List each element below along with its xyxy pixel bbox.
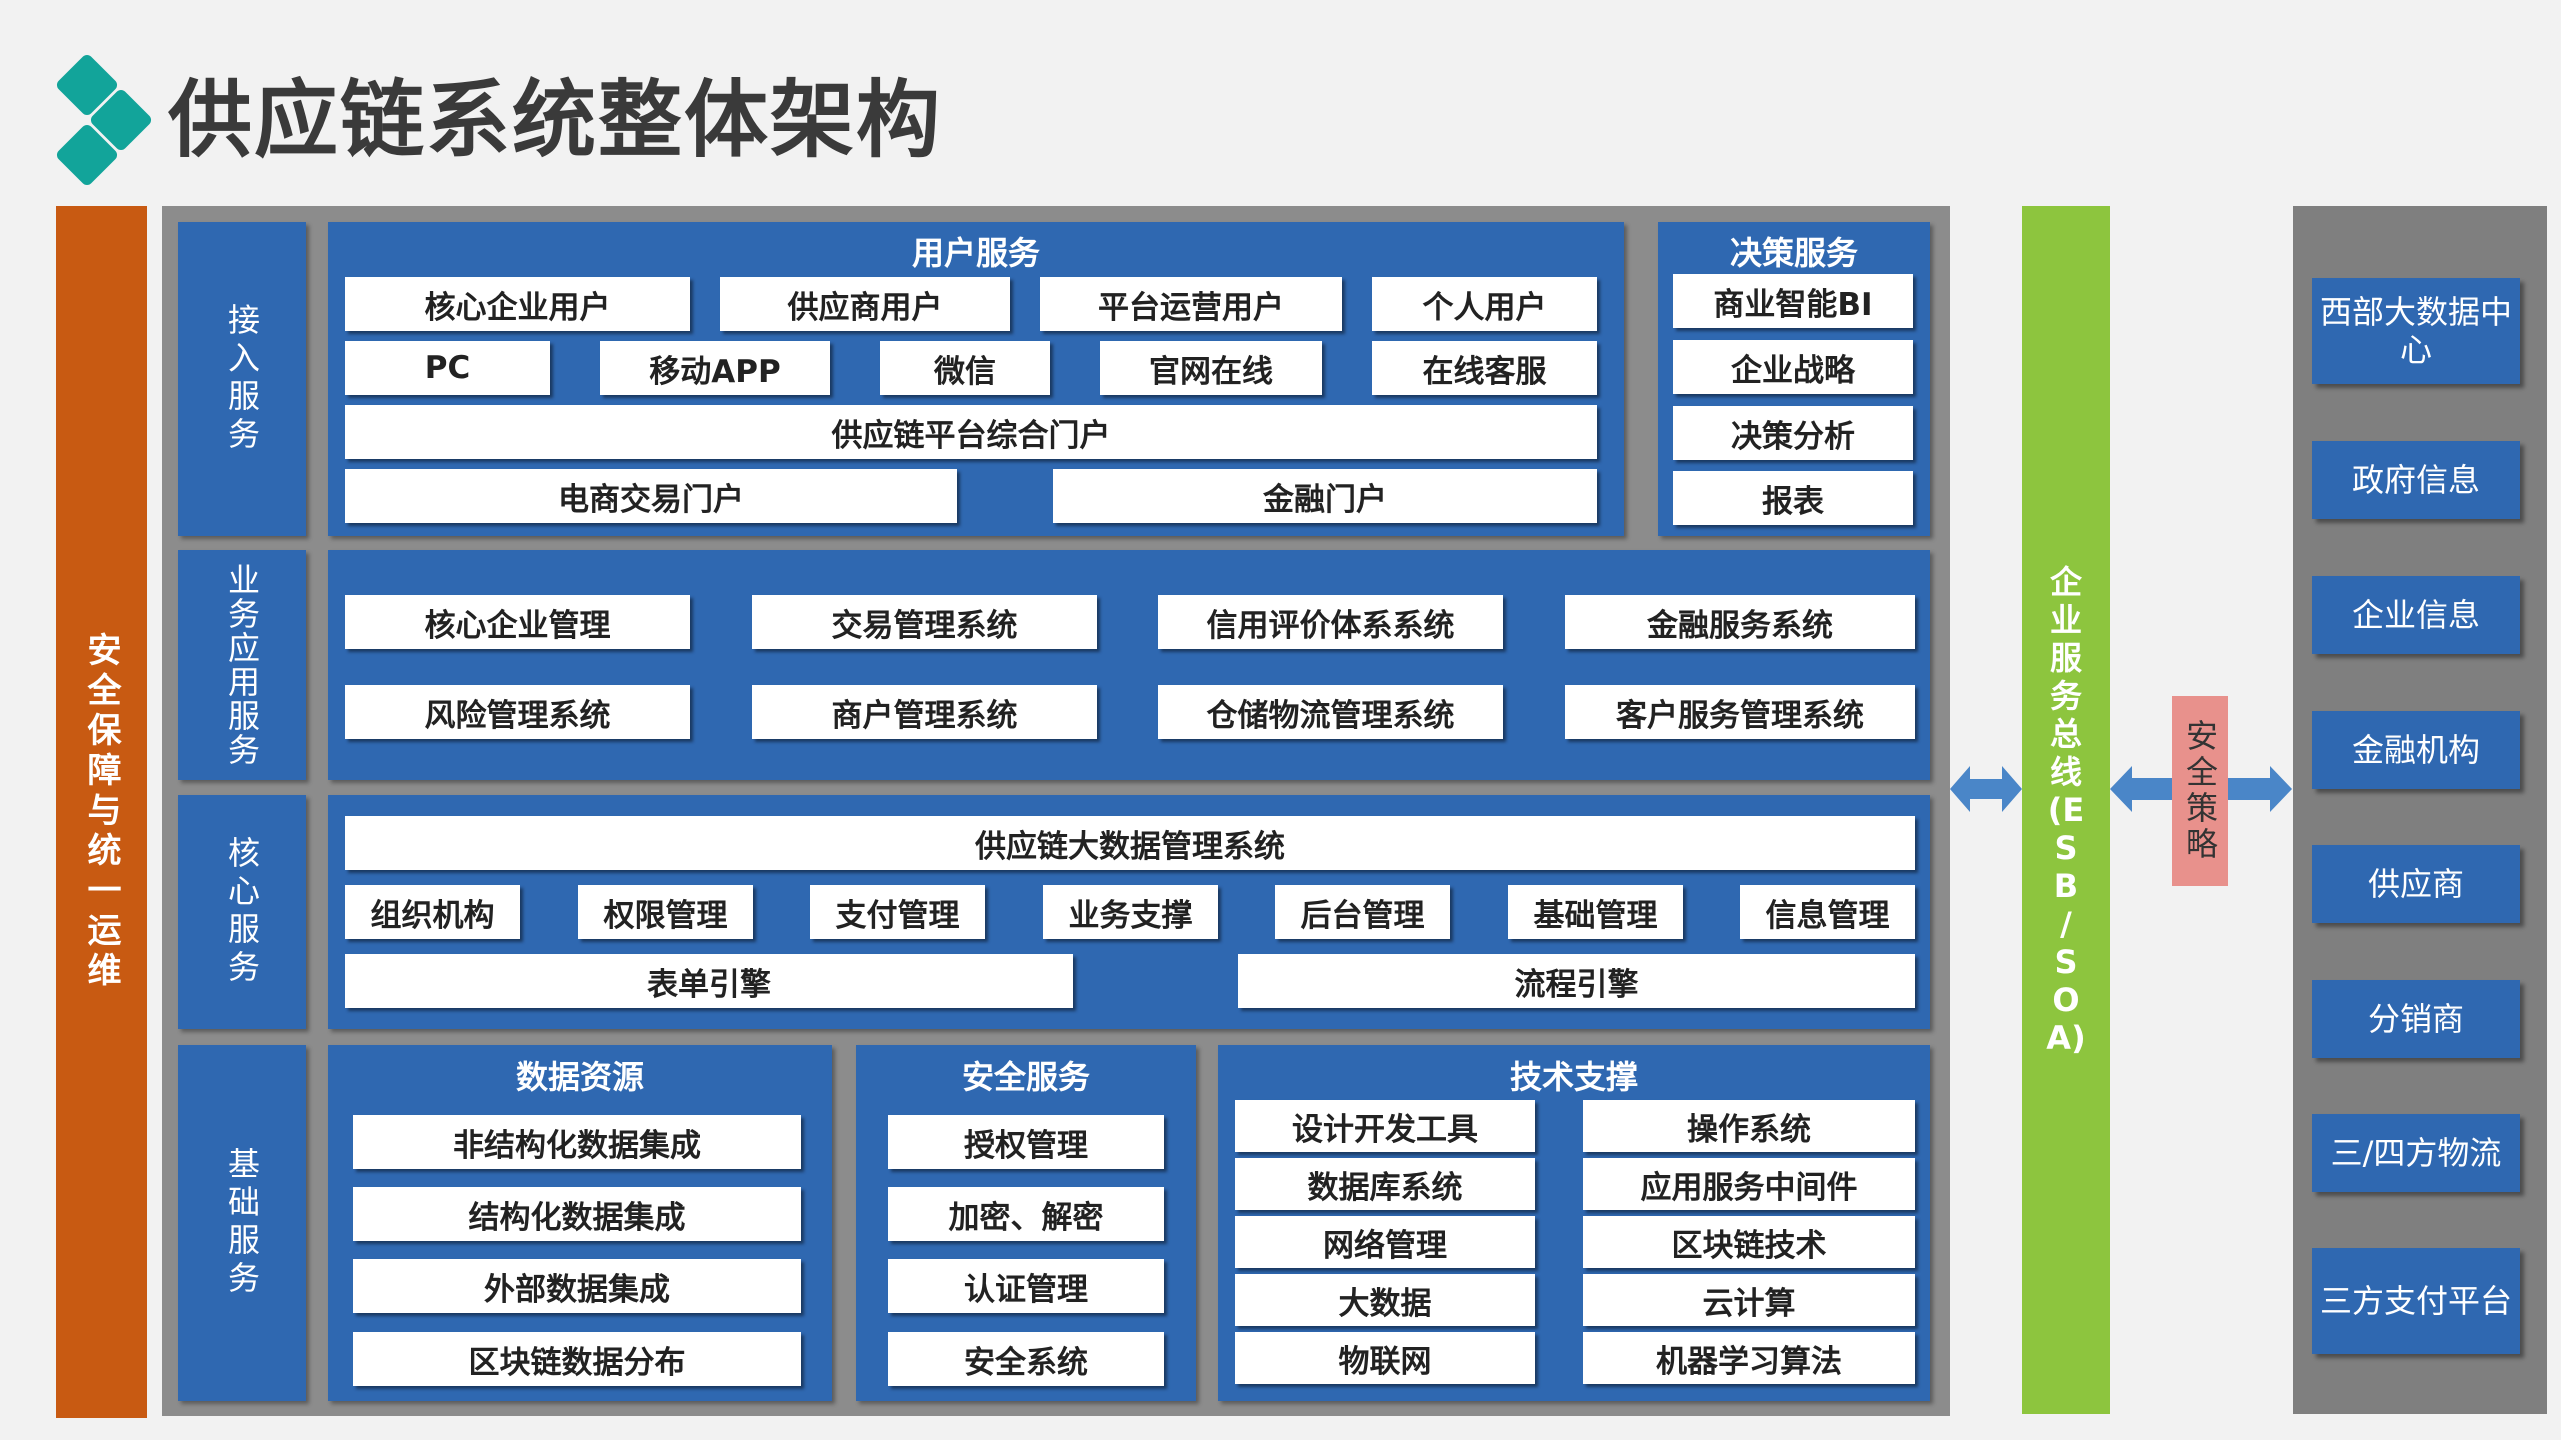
external-system-box: 三/四方物流 <box>2312 1114 2520 1192</box>
tech-support-title: 技术支撑 <box>1509 1058 1638 1096</box>
business-app-box: 信用评价体系系统 <box>1158 595 1503 649</box>
channel-box: PC <box>345 341 550 395</box>
layer-label-access: 接入服务 <box>178 222 306 536</box>
engine-box: 表单引擎 <box>345 954 1073 1008</box>
user-type-box: 供应商用户 <box>720 277 1010 331</box>
security-ops-bar: 安全保障与统一运维 <box>56 206 147 1418</box>
tech-left-box: 设计开发工具 <box>1235 1100 1535 1152</box>
security-services-title: 安全服务 <box>961 1058 1090 1096</box>
double-arrow-icon <box>1950 766 2022 812</box>
external-system-box: 政府信息 <box>2312 441 2520 519</box>
data-resource-box: 外部数据集成 <box>353 1259 801 1313</box>
external-system-box: 金融机构 <box>2312 711 2520 789</box>
data-resources-title: 数据资源 <box>515 1058 644 1096</box>
decision-item-box: 商业智能BI <box>1673 274 1913 328</box>
engine-box: 流程引擎 <box>1238 954 1915 1008</box>
user-type-box: 个人用户 <box>1372 277 1597 331</box>
external-system-box: 三方支付平台 <box>2312 1248 2520 1354</box>
tech-right-box: 云计算 <box>1583 1274 1915 1326</box>
tech-right-box: 机器学习算法 <box>1583 1332 1915 1384</box>
security-policy-box: 安全策略 <box>2172 696 2228 886</box>
data-resource-box: 非结构化数据集成 <box>353 1115 801 1169</box>
user-type-box: 平台运营用户 <box>1040 277 1342 331</box>
core-module-box: 基础管理 <box>1508 885 1683 939</box>
core-module-box: 业务支撑 <box>1043 885 1218 939</box>
page-title: 供应链系统整体架构 <box>168 71 943 169</box>
big-data-management-box: 供应链大数据管理系统 <box>345 816 1915 870</box>
core-module-box: 组织机构 <box>345 885 520 939</box>
user-services-title: 用户服务 <box>911 234 1040 272</box>
security-service-box: 认证管理 <box>888 1259 1164 1313</box>
tech-left-box: 网络管理 <box>1235 1216 1535 1268</box>
core-module-box: 信息管理 <box>1740 885 1915 939</box>
integrated-portal-box: 供应链平台综合门户 <box>345 405 1597 459</box>
channel-box: 微信 <box>880 341 1050 395</box>
decision-item-box: 报表 <box>1673 471 1913 525</box>
business-app-box: 仓储物流管理系统 <box>1158 685 1503 739</box>
layer-label-base: 基础服务 <box>178 1045 306 1401</box>
business-app-box: 风险管理系统 <box>345 685 690 739</box>
business-app-box: 商户管理系统 <box>752 685 1097 739</box>
business-app-box: 核心企业管理 <box>345 595 690 649</box>
business-app-box: 交易管理系统 <box>752 595 1097 649</box>
business-apps-panel <box>328 550 1930 780</box>
tech-left-box: 物联网 <box>1235 1332 1535 1384</box>
channel-box: 官网在线 <box>1100 341 1322 395</box>
layer-label-business: 业务应用服务 <box>178 550 306 780</box>
tech-right-box: 应用服务中间件 <box>1583 1158 1915 1210</box>
external-systems-frame <box>2293 206 2547 1414</box>
core-module-box: 后台管理 <box>1275 885 1450 939</box>
decision-item-box: 决策分析 <box>1673 406 1913 460</box>
tech-left-box: 大数据 <box>1235 1274 1535 1326</box>
tech-right-box: 操作系统 <box>1583 1100 1915 1152</box>
channel-box: 移动APP <box>600 341 830 395</box>
security-service-box: 加密、解密 <box>888 1187 1164 1241</box>
right-arrow-icon <box>2228 766 2292 812</box>
core-module-box: 支付管理 <box>810 885 985 939</box>
sub-portal-box: 电商交易门户 <box>345 469 957 523</box>
decision-item-box: 企业战略 <box>1673 340 1913 394</box>
external-system-box: 分销商 <box>2312 980 2520 1058</box>
external-system-box: 企业信息 <box>2312 576 2520 654</box>
esb-bus-bar: 企 业 服 务 总 线 (E S B / S O A) <box>2022 206 2110 1414</box>
security-service-box: 安全系统 <box>888 1332 1164 1386</box>
tech-left-box: 数据库系统 <box>1235 1158 1535 1210</box>
layer-label-core: 核心服务 <box>178 795 306 1029</box>
sub-portal-box: 金融门户 <box>1053 469 1597 523</box>
core-module-box: 权限管理 <box>578 885 753 939</box>
business-app-box: 金融服务系统 <box>1565 595 1915 649</box>
data-resource-box: 结构化数据集成 <box>353 1187 801 1241</box>
business-app-box: 客户服务管理系统 <box>1565 685 1915 739</box>
data-resource-box: 区块链数据分布 <box>353 1332 801 1386</box>
left-arrow-icon <box>2110 766 2172 812</box>
security-service-box: 授权管理 <box>888 1115 1164 1169</box>
external-system-box: 西部大数据中心 <box>2312 278 2520 384</box>
decision-services-title: 决策服务 <box>1729 234 1858 272</box>
channel-box: 在线客服 <box>1372 341 1597 395</box>
user-type-box: 核心企业用户 <box>345 277 690 331</box>
external-system-box: 供应商 <box>2312 845 2520 923</box>
security-ops-label: 安全保障与统一运维 <box>81 632 121 992</box>
tech-right-box: 区块链技术 <box>1583 1216 1915 1268</box>
